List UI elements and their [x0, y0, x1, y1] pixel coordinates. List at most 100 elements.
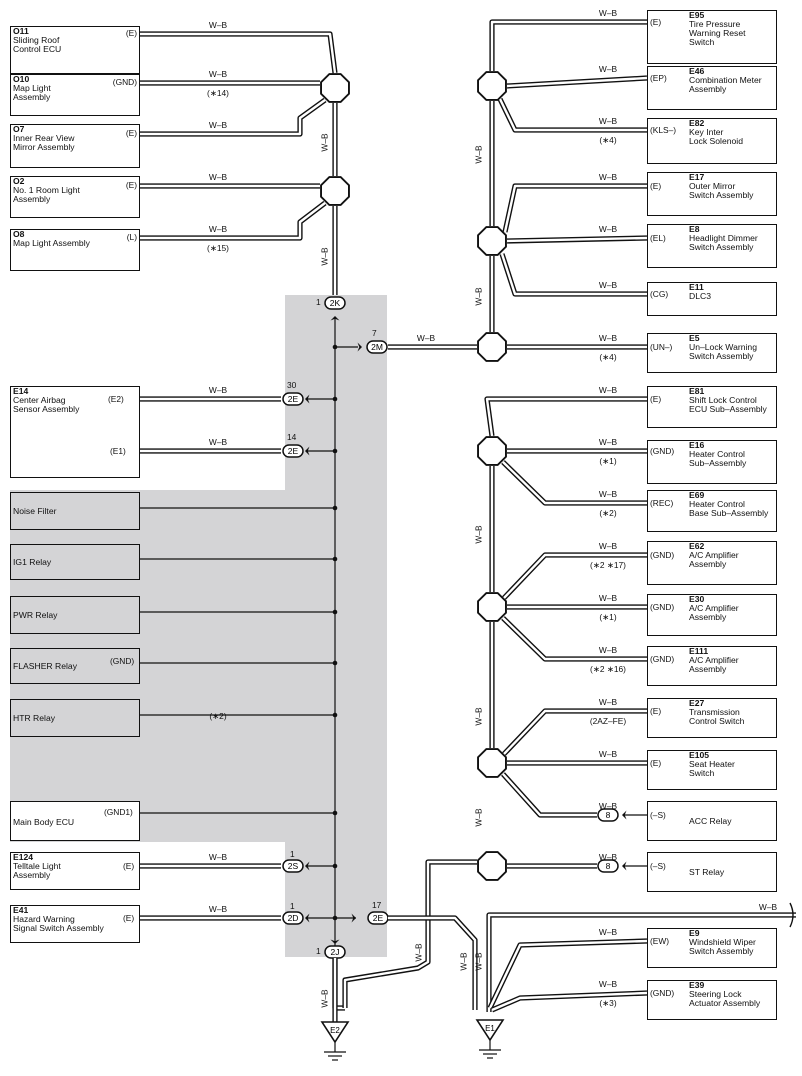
wire-color-label: W–B — [598, 852, 618, 862]
connector-arrow — [357, 342, 362, 352]
wire-color-label: W–B — [598, 64, 618, 74]
wire-color-label: W–B — [598, 541, 618, 551]
wire-color-label: W–B — [413, 943, 424, 962]
connector-2s-label: 2S — [288, 861, 299, 871]
component-st-relay — [647, 852, 777, 892]
junction-block-r5 — [477, 592, 507, 622]
harness-wire — [140, 97, 327, 137]
component-code: E82 — [689, 118, 705, 128]
component-o8 — [10, 229, 140, 271]
component-name: Combination Meter Assembly — [689, 75, 762, 94]
splice-point — [332, 396, 338, 402]
connector-8-label: 8 — [606, 810, 611, 820]
harness-wire-inner — [490, 20, 647, 71]
connector-2e — [282, 392, 304, 406]
component-e30 — [647, 594, 777, 636]
connector-2e — [282, 444, 304, 458]
terminal-label: (E2) — [108, 394, 124, 404]
relay-name: HTR Relay — [13, 713, 56, 723]
wire-color-label: W–B — [598, 8, 618, 18]
component-code: E81 — [689, 386, 705, 396]
terminal-label: (E) — [650, 394, 662, 404]
harness-wire — [502, 183, 647, 233]
wire-color-label: W–B — [598, 116, 618, 126]
terminal-label: (–S) — [650, 861, 666, 871]
terminal-label: (EW) — [650, 936, 670, 946]
terminal-label: (GND) — [112, 77, 137, 87]
option-note: (∗2 ∗16) — [590, 664, 626, 674]
terminal-label: (UN–) — [650, 342, 673, 352]
component-name: Hazard Warning Signal Switch Assembly — [13, 914, 104, 933]
wire-color-label: W–B — [208, 120, 228, 130]
wire-color-label: W–B — [473, 287, 484, 306]
component-name: A/C Amplifier Assembly — [689, 603, 739, 622]
harness-wire-inner — [488, 939, 648, 1009]
wire-color-label: W–B — [598, 385, 618, 395]
harness-wire-inner — [140, 32, 337, 74]
component-name: Key Inter Lock Solenoid — [689, 127, 743, 146]
relay-4 — [10, 699, 140, 737]
connector-2k — [324, 296, 346, 310]
splice-point — [332, 660, 338, 666]
option-note: (∗4) — [599, 352, 617, 362]
component-name: Center Airbag Sensor Assembly — [13, 395, 80, 414]
wire-color-label: W–B — [319, 247, 330, 266]
terminal-label: (E) — [123, 861, 135, 871]
connector-pin: 1 — [316, 946, 321, 956]
component-e5 — [647, 333, 777, 373]
terminal-label: (E) — [650, 758, 662, 768]
ground-e2-label: E2 — [330, 1026, 340, 1035]
wire-color-label: W–B — [598, 593, 618, 603]
connector-pin: 1 — [316, 297, 321, 307]
connector-2d-label: 2D — [288, 913, 299, 923]
component-code: E27 — [689, 698, 705, 708]
component-code: E69 — [689, 490, 705, 500]
wire-color-label: W–B — [319, 133, 330, 152]
wire-color-label: W–B — [598, 801, 618, 811]
relay-name: FLASHER Relay — [13, 661, 77, 671]
connector-arrow — [330, 316, 340, 321]
component-name: ACC Relay — [689, 816, 732, 826]
terminal-label: (E1) — [110, 446, 126, 456]
terminal-label: (–S) — [650, 810, 666, 820]
splice-point — [332, 863, 338, 869]
component-name: ST Relay — [689, 867, 725, 877]
harness-wire-inner — [500, 253, 647, 296]
terminal-label: (GND) — [650, 654, 675, 664]
component-e62 — [647, 541, 777, 585]
connector-pin: 17 — [372, 900, 382, 910]
component-name: Map Light Assembly — [13, 238, 90, 248]
harness-wire-inner — [498, 98, 647, 132]
option-note: (∗2) — [209, 711, 227, 721]
wire-color-label: W–B — [208, 437, 228, 447]
harness-wire — [501, 772, 597, 818]
wire-color-label: W–B — [473, 525, 484, 544]
wire-color-label: W–B — [598, 172, 618, 182]
option-note: (2AZ–FE) — [589, 716, 627, 726]
component-name: Shift Lock Control ECU Sub–Assembly — [689, 395, 767, 414]
wire-color-label: W–B — [208, 852, 228, 862]
component-code: E124 — [13, 852, 34, 862]
connector-2m — [366, 340, 388, 354]
harness-wire — [499, 253, 647, 297]
component-o10 — [10, 74, 140, 116]
junction-block-r6 — [477, 748, 507, 778]
component-e124 — [10, 852, 140, 890]
harness-wire — [484, 396, 647, 437]
wire-color-label: W–B — [458, 952, 469, 971]
wire-color-label: W–B — [473, 952, 484, 971]
harness-wire-inner — [502, 773, 597, 817]
component-code: E5 — [689, 333, 700, 343]
wire-color-label: W–B — [598, 489, 618, 499]
terminal-label: (E) — [125, 28, 137, 38]
relay-2 — [10, 596, 140, 634]
component-name: Map Light Assembly — [13, 83, 51, 102]
terminal-label: (GND) — [650, 550, 675, 560]
wire-color-label: W–B — [208, 385, 228, 395]
wire-color-label: W–B — [598, 280, 618, 290]
harness-wire-inner — [343, 860, 477, 1008]
connector-pin: 14 — [287, 432, 297, 442]
harness-wire-inner — [503, 184, 647, 233]
harness-wire-inner — [485, 397, 647, 437]
terminal-label: (EP) — [650, 73, 667, 83]
